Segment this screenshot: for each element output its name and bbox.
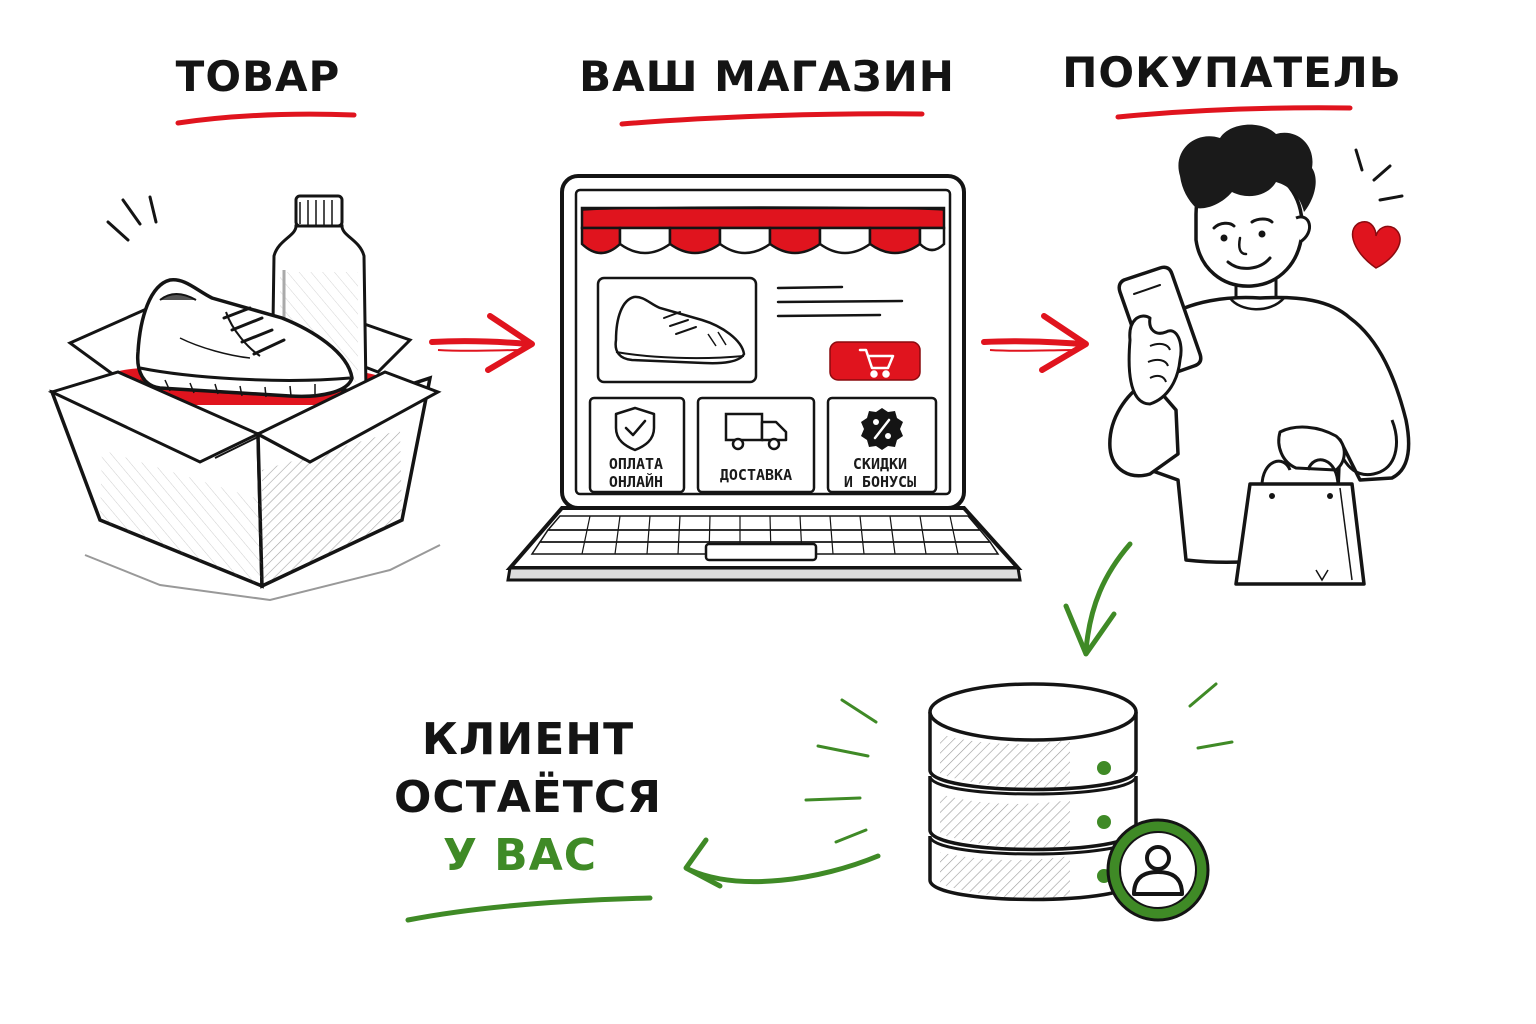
- person-icon: [1108, 124, 1411, 586]
- heart-icon: [1351, 221, 1401, 269]
- arrow-icon: [429, 313, 535, 373]
- client-note-line2: ОСТАЁТСЯ: [393, 772, 663, 823]
- heading-buyer: ПОКУПАТЕЛЬ: [1062, 48, 1402, 97]
- sneaker-icon: [135, 278, 354, 399]
- client-note-line3: У ВАС: [442, 830, 598, 881]
- underline-buyer: [1115, 105, 1353, 120]
- underline-store: [619, 111, 925, 127]
- feature-discounts-line1: СКИДКИ: [852, 455, 908, 473]
- client-note-line1: КЛИЕНТ: [421, 714, 635, 765]
- arrow-icon: [683, 837, 881, 889]
- feature-payment-line2: ОНЛАЙН: [608, 473, 664, 491]
- shopping-bag-icon: [1234, 458, 1366, 586]
- cart-icon: [858, 348, 895, 378]
- database-icon: [804, 682, 1234, 902]
- feature-payment-line1: ОПЛАТА: [608, 455, 664, 473]
- feature-payment-label: ОПЛАТА ОНЛАЙН: [609, 455, 663, 491]
- heading-store: ВАШ МАГАЗИН: [579, 52, 955, 101]
- percent-badge-icon: [861, 408, 903, 450]
- arrow-icon: [1063, 541, 1133, 657]
- sneaker-icon: [614, 295, 746, 365]
- awning-icon: [580, 206, 946, 255]
- truck-icon: [724, 412, 788, 451]
- underline-client: [405, 895, 653, 923]
- feature-delivery-label: ДОСТАВКА: [719, 466, 793, 484]
- box-icon: [47, 194, 442, 602]
- heading-product: ТОВАР: [175, 52, 341, 101]
- feature-discounts-line2: И БОНУСЫ: [843, 473, 917, 491]
- user-icon: [1106, 818, 1210, 922]
- laptop-icon: [505, 174, 1023, 582]
- shield-check-icon: [614, 406, 656, 452]
- underline-product: [175, 111, 357, 126]
- arrow-icon: [981, 313, 1089, 373]
- feature-discounts-label: СКИДКИ И БОНУСЫ: [844, 455, 916, 491]
